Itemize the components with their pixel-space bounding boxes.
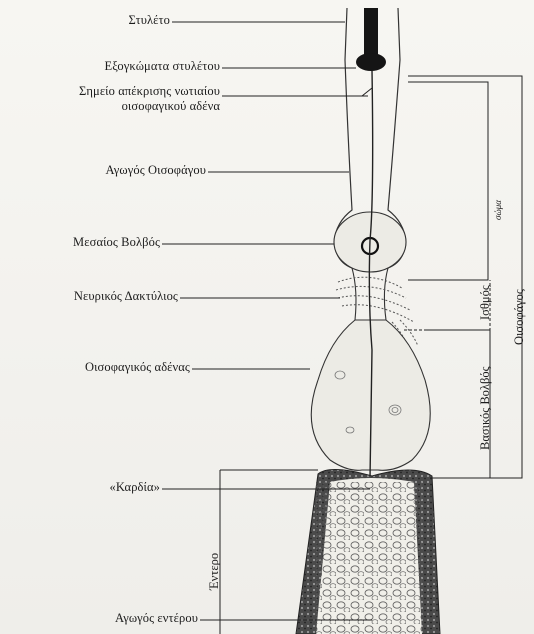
stylet-knobs-shape [356,53,386,71]
isthmus-left [352,268,356,320]
label-corpus: σώμα [493,200,503,220]
intestine-cells [316,482,422,634]
label-nerve-ring: Νευρικός Δακτύλιος [20,289,178,304]
label-stylet-knobs: Εξογκώματα στυλέτου [20,59,220,74]
label-intestine-lumen: Αγωγός εντέρου [20,611,198,626]
label-esophageal-gland: Οισοφαγικός αδένας [10,360,190,375]
label-esophagus: Οισοφάγος [512,289,527,345]
label-dorsal-gland-outlet-2: οισοφαγικού αδένα [20,99,220,114]
label-stylet: Στυλέτο [60,13,170,28]
label-median-bulb: Μεσαίος Βολβός [20,235,160,250]
label-cardia: «Καρδία» [20,480,160,495]
label-isthmus: Ισθμός [478,285,493,320]
label-basal-bulb: Βασικός Βολβός [478,366,493,450]
label-dorsal-gland-outlet-1: Σημείο απέκρισης νωτιαίου [20,84,220,99]
label-intestine: Έντερο [207,553,222,590]
label-esophageal-lumen: Αγωγός Οισοφάγου [20,163,206,178]
isthmus-right [384,268,388,320]
stylet-shaft [364,8,378,58]
